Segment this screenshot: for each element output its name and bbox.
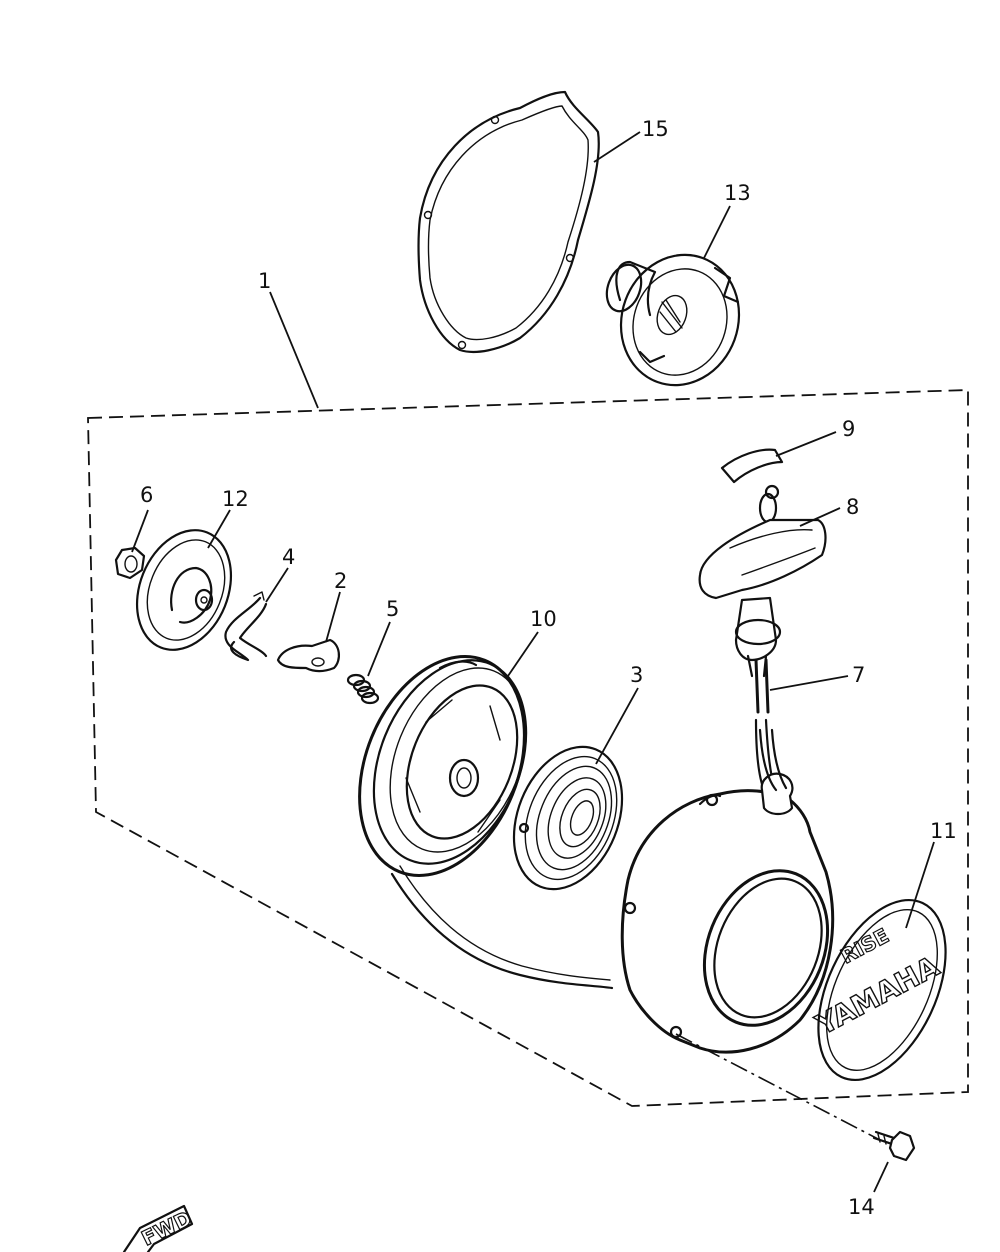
rope-path [390,872,614,990]
leader-13 [703,205,731,259]
part-6-nut [114,546,146,580]
callout-8: 8 [846,495,859,519]
part-4-return-spring [224,591,268,662]
leader-3 [595,687,639,765]
leader-4 [265,567,289,603]
rope-path-inner [399,865,611,981]
callout-13: 13 [724,181,751,205]
part-14-bolt [872,1130,916,1162]
part-10-rope-reel [358,655,528,877]
callout-3: 3 [630,663,643,687]
leader-15 [593,131,641,163]
callout-14: 14 [848,1195,875,1219]
leader-14 [873,1161,889,1193]
part-8-starter-handle [698,484,827,678]
callout-6: 6 [140,483,153,507]
leader-10 [507,631,539,677]
leader-1 [269,291,319,409]
callout-7: 7 [852,663,865,687]
fwd-arrow-icon: FWD [122,1204,196,1252]
leader-11 [905,841,935,929]
part-13-drive-pulley [605,253,741,387]
callout-11: 11 [930,819,957,843]
part-2-ratchet-pawl [276,638,340,673]
callout-2: 2 [334,569,347,593]
bolt-installation-line [675,1033,881,1141]
leader-9 [775,431,837,457]
leader-5 [367,621,391,677]
leader-7 [769,675,849,691]
leader-8 [799,507,841,527]
leader-lines [131,131,935,1193]
part-5-small-spring [346,673,380,705]
callout-15: 15 [642,117,669,141]
callout-10: 10 [530,607,557,631]
part-15-gasket [417,90,600,353]
part-12-retainer-plate [135,529,233,651]
callout-numbers: 1 15 13 9 8 6 12 4 2 5 10 3 7 11 14 [140,117,957,1219]
callout-1: 1 [258,269,271,293]
callout-5: 5 [386,597,399,621]
callout-9: 9 [842,417,855,441]
part-3-recoil-spring [512,745,624,891]
part-9-clip [720,448,784,484]
callout-4: 4 [282,545,295,569]
leader-6 [131,509,149,553]
leader-2 [325,591,341,643]
fwd-label: FWD [138,1206,196,1251]
callout-12: 12 [222,487,249,511]
starter-case [620,728,835,1054]
leader-12 [207,509,231,549]
